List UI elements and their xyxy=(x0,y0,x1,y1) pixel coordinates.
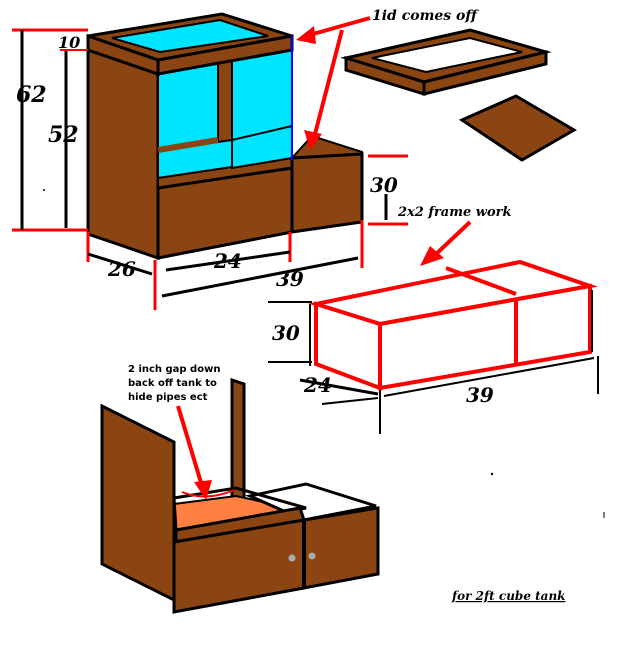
tank-cabinet-drawing xyxy=(86,12,364,261)
dim-total-width: 39 xyxy=(276,267,304,291)
dim-total-height: 62 xyxy=(16,82,47,108)
frame-dim-depth: 24 xyxy=(303,373,332,397)
lid-note: 1id comes off xyxy=(372,8,479,24)
dim-tank-width: 24 xyxy=(213,249,242,273)
lid-annotation: 1id comes off xyxy=(296,8,479,150)
dim-cabinet-height: 52 xyxy=(48,122,79,148)
door-knob-right xyxy=(308,552,316,560)
frame-note: 2x2 frame work xyxy=(397,205,512,220)
cabinet-side-panel xyxy=(86,47,160,261)
gap-note-line-3: hide pipes ect xyxy=(128,392,208,403)
side-shelf-box xyxy=(290,152,364,234)
gap-note-line-1: 2 inch gap down xyxy=(128,364,220,375)
dim-lid-height: 10 xyxy=(58,33,80,52)
dim-depth: 26 xyxy=(107,257,136,281)
tank-dimensions: 62 52 10 30 26 24 39 xyxy=(12,28,408,310)
door-knob-left xyxy=(288,554,296,562)
tank-inner-frame xyxy=(217,58,233,144)
detached-lid xyxy=(340,28,552,97)
caption: for 2ft cube tank xyxy=(451,589,566,603)
frame-work-drawing: 2x2 frame work 30 24 39 xyxy=(268,205,599,434)
detached-board xyxy=(458,94,577,162)
frame-dim-height: 30 xyxy=(272,321,300,345)
dim-shelf-height: 30 xyxy=(370,173,398,197)
gap-note-line-2: back off tank to xyxy=(128,378,217,389)
cabinet-door-right xyxy=(302,506,380,590)
frame-dim-width: 39 xyxy=(466,383,494,407)
finished-cabinet-drawing: 2 inch gap down back off tank to hide pi… xyxy=(100,364,566,614)
